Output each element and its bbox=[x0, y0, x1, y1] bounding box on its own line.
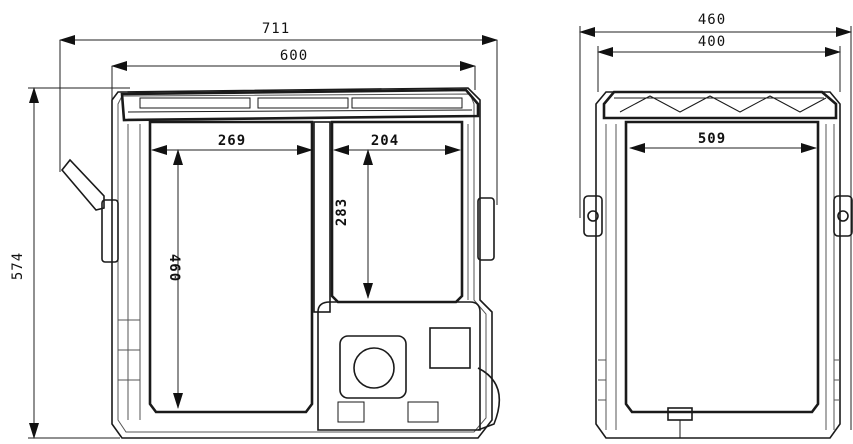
label-left-width: 269 bbox=[218, 133, 246, 149]
label-side-compartment-width: 509 bbox=[698, 131, 726, 147]
lid-panel bbox=[258, 98, 348, 108]
lid-panel bbox=[140, 98, 250, 108]
lid-seam bbox=[128, 110, 472, 112]
label-right-height: 283 bbox=[334, 198, 350, 226]
side-lid bbox=[604, 92, 836, 118]
label-right-width: 204 bbox=[371, 133, 399, 149]
compressor-foot bbox=[408, 402, 438, 422]
label-overall-height: 574 bbox=[10, 252, 26, 280]
side-foot bbox=[668, 408, 692, 420]
divider-wall bbox=[314, 122, 330, 312]
side-view: 460 400 509 bbox=[580, 12, 852, 438]
label-overall-width: 711 bbox=[262, 21, 290, 37]
latch-left bbox=[102, 200, 118, 262]
control-module bbox=[430, 328, 470, 368]
lid-panel bbox=[352, 98, 462, 108]
right-compartment bbox=[332, 122, 462, 302]
front-view: 711 600 574 bbox=[10, 21, 499, 438]
label-left-height: 460 bbox=[166, 254, 182, 282]
side-latch-left bbox=[584, 196, 602, 236]
label-side-inner-width: 400 bbox=[698, 34, 726, 50]
label-inner-width: 600 bbox=[280, 48, 308, 64]
compressor-housing bbox=[318, 302, 480, 430]
compressor-core bbox=[354, 348, 394, 388]
compressor-foot bbox=[338, 402, 364, 422]
side-compartment bbox=[626, 122, 818, 412]
handle-left bbox=[62, 160, 104, 210]
label-side-overall-width: 460 bbox=[698, 12, 726, 28]
side-latch-right bbox=[834, 196, 852, 236]
rear-wheel bbox=[478, 368, 499, 430]
